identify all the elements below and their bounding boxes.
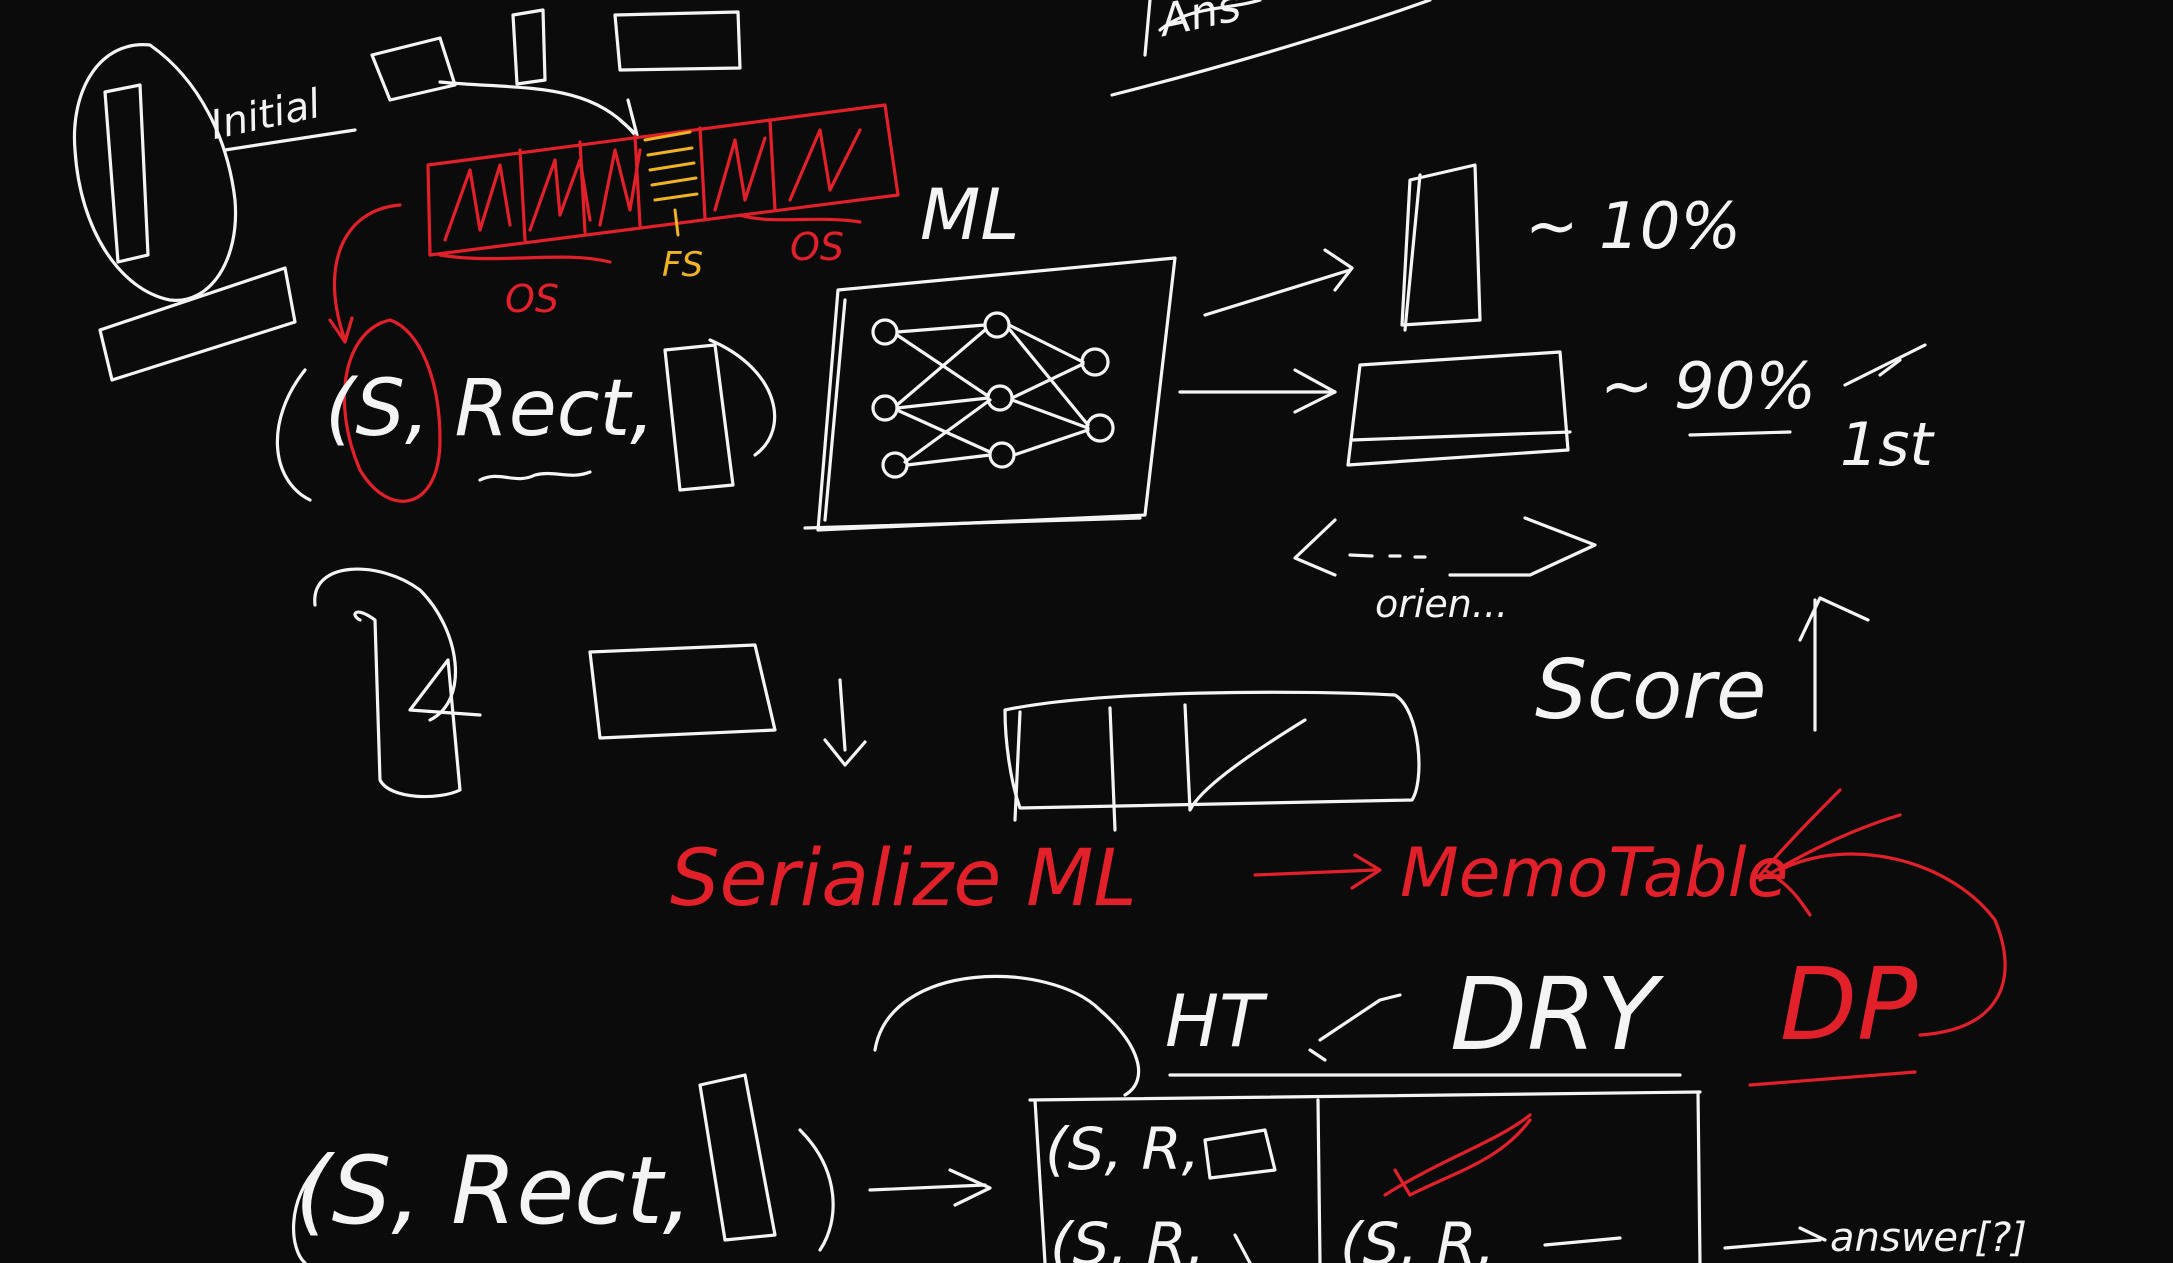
score-up-arrow	[1798, 596, 1870, 732]
memory-bar	[426, 103, 900, 264]
output-arrows	[1178, 248, 1354, 414]
ht-label: HT	[1165, 979, 1264, 1063]
percent-90-label: ~ 90%	[1600, 350, 1817, 424]
table-cell-row2-right: (S, R,	[1340, 1210, 1496, 1263]
bottom-table	[291, 1073, 1827, 1263]
serialize-label: Serialize ML	[670, 834, 1137, 924]
monitor-sketch	[72, 43, 357, 382]
first-label: 1st	[1840, 410, 1933, 480]
os-label-left: OS	[505, 277, 560, 321]
tuple-top-sketch	[275, 338, 777, 502]
output-rects	[1346, 163, 1927, 467]
table-cell-row2-left: (S, R,	[1050, 1210, 1206, 1263]
orientation-label: orien...	[1375, 582, 1509, 626]
ml-model-box	[803, 256, 1177, 532]
corner-scribble	[1110, 0, 1432, 97]
ml-label: ML	[920, 174, 1020, 256]
fs-label: FS	[662, 245, 704, 285]
dp-label: DP	[1780, 946, 1918, 1063]
top-rects	[370, 8, 742, 137]
percent-10-label: ~ 10%	[1525, 190, 1742, 264]
orientation-arrows	[1293, 516, 1597, 577]
table-cell-top-label: (S, R,	[1045, 1115, 1201, 1183]
tuple-top-label: (S, Rect,	[325, 364, 655, 454]
answer-label: answer[?]	[1830, 1215, 2027, 1261]
memo-table-label: MemoTable	[1400, 834, 1789, 913]
red-arrow-bar-to-s	[328, 203, 442, 503]
os-label-right: OS	[790, 225, 845, 269]
middle-sketches	[313, 567, 1421, 832]
tuple-bottom-label: (S, Rect,	[295, 1137, 693, 1246]
dry-label: DRY	[1450, 956, 1658, 1073]
serialize-flow	[1253, 788, 2007, 1197]
score-label: Score	[1535, 643, 1767, 738]
ht-arc	[873, 974, 1682, 1097]
